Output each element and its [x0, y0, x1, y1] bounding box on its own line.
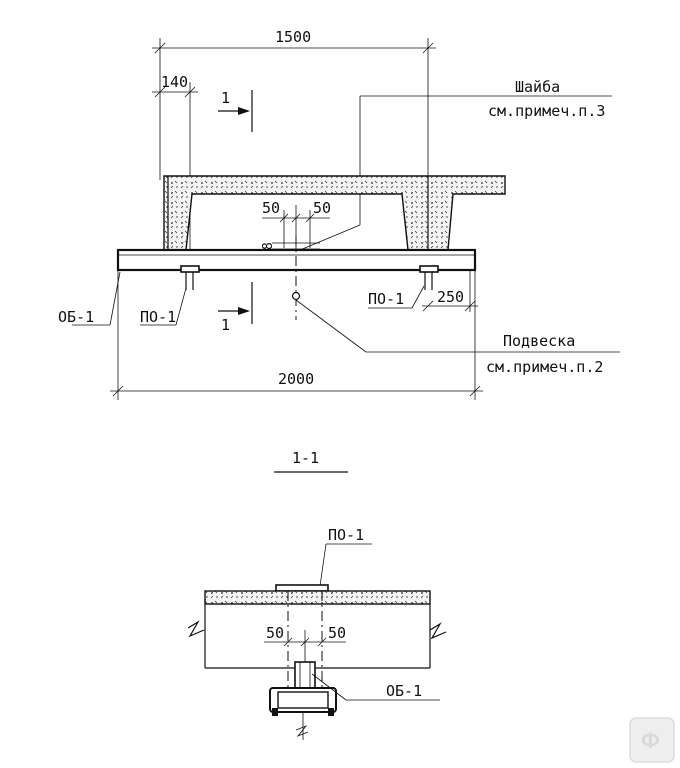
dim-2000-label: 2000	[278, 370, 314, 388]
dim-50-right-label: 50	[313, 199, 331, 217]
dimension-140: 140	[152, 73, 198, 260]
plan-view: 1500 140 1 Шайба см.примеч.п.3	[58, 28, 620, 400]
dim-250-label: 250	[437, 288, 464, 306]
section-marker-top: 1	[218, 89, 253, 132]
label-po1-left: ПО-1	[140, 308, 176, 326]
watermark-logo: Ф	[629, 717, 675, 763]
hanger-pin	[291, 291, 367, 353]
section-marker-bottom: 1	[218, 282, 253, 334]
plate-po1-right	[419, 265, 439, 290]
main-beam	[116, 236, 477, 320]
section-label-po1: ПО-1	[328, 526, 364, 544]
section-mark-top-label: 1	[221, 89, 230, 107]
dim-140-label: 140	[161, 73, 188, 91]
section-slab	[187, 590, 447, 669]
dim-50-left-label: 50	[262, 199, 280, 217]
section-dimension-50-50: 50 50	[264, 624, 346, 700]
label-hanger: Подвеска	[503, 332, 575, 350]
beam-callouts: ОБ-1 ПО-1 ПО-1	[58, 271, 425, 326]
hanger-callout: Подвеска см.примеч.п.2	[366, 332, 620, 376]
washer-callout: Шайба см.примеч.п.3	[299, 78, 612, 251]
floor-slab	[163, 175, 506, 251]
section-clamp	[269, 661, 337, 740]
label-washer: Шайба	[515, 78, 560, 96]
label-ob1: ОБ-1	[58, 308, 94, 326]
section-title-label: 1-1	[292, 449, 319, 467]
label-hanger-note: см.примеч.п.2	[486, 358, 603, 376]
label-po1-right: ПО-1	[368, 290, 404, 308]
dimension-1500: 1500	[152, 28, 436, 180]
dim-8-label: 8	[261, 242, 276, 250]
section-ob1-callout: ОБ-1	[311, 673, 440, 701]
section-po1-callout: ПО-1	[275, 526, 372, 592]
dimension-2000: 2000	[110, 270, 483, 400]
plate-po1-left	[180, 265, 200, 290]
section-title: 1-1	[274, 449, 348, 473]
section-dim-50-left: 50	[266, 624, 284, 642]
section-dim-50-right: 50	[328, 624, 346, 642]
section-mark-bottom-label: 1	[221, 316, 230, 334]
label-washer-note: см.примеч.п.3	[488, 102, 605, 120]
dimension-250: 250	[422, 270, 478, 312]
section-bolts	[287, 591, 323, 700]
logo-text: Ф	[641, 728, 660, 753]
section-view: 1-1 ПО-1	[187, 449, 447, 740]
dim-1500-label: 1500	[275, 28, 311, 46]
section-label-ob1: ОБ-1	[386, 682, 422, 700]
